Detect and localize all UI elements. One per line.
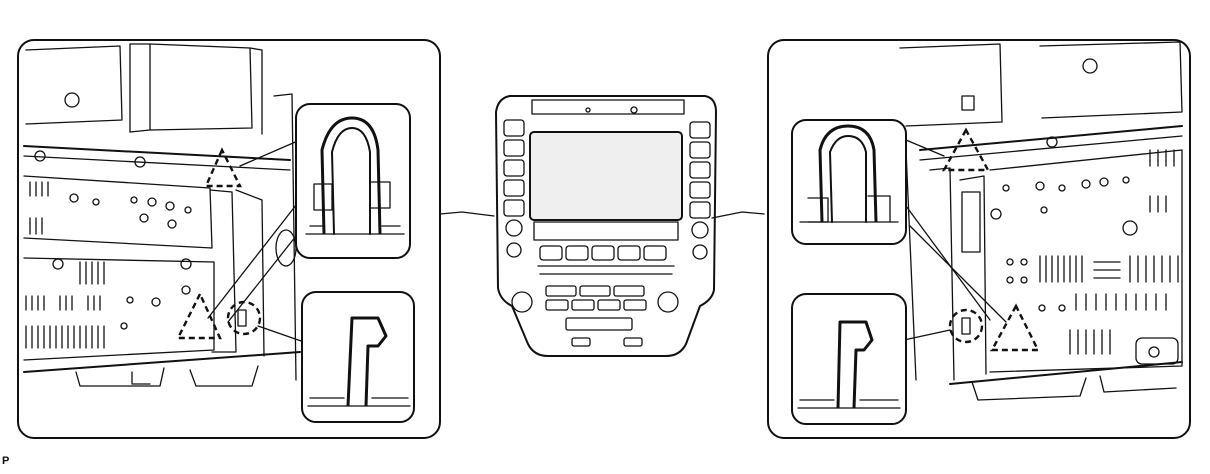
right-upper-claw-inset: [791, 119, 907, 245]
right-bracket-assembly: [899, 41, 1183, 401]
climate-controls: [511, 285, 679, 347]
left-clip-marker: [226, 300, 262, 336]
center-button-row: [537, 245, 675, 275]
left-button-column: [503, 119, 525, 258]
right-clip-marker: [948, 308, 984, 344]
right-lower-claw-marker: [989, 303, 1040, 352]
right-lower-claw-inset: [791, 293, 907, 425]
center-audio-unit: [439, 95, 765, 357]
right-button-column: [689, 121, 711, 260]
left-detail-panel: [17, 39, 441, 439]
left-bracket-assembly: [23, 43, 301, 387]
right-detail-panel: [767, 39, 1191, 439]
display-screen: [529, 131, 683, 221]
left-lower-claw-inset: [301, 291, 415, 423]
figure-corner-label: P: [2, 455, 10, 467]
left-upper-claw-inset: [295, 103, 411, 259]
left-upper-claw-marker: [204, 147, 242, 188]
right-upper-claw-marker: [941, 127, 991, 172]
